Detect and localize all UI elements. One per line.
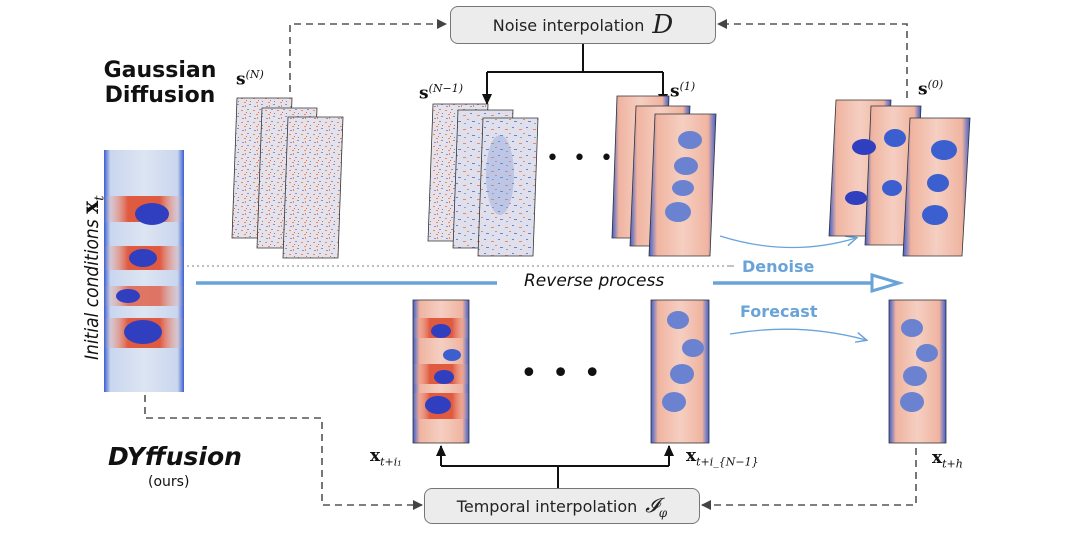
forecast-arrow — [729, 328, 866, 340]
reverse-process-arrowhead — [870, 272, 905, 294]
gaussian-diffusion-title: Gaussian Diffusion — [100, 58, 220, 109]
dashed-line-bottom-left — [144, 395, 423, 510]
initial-condition-field — [104, 150, 184, 392]
dashed-line-bottom-right — [701, 448, 917, 510]
label-x-t-i1: xt+i₁ — [370, 446, 402, 469]
label-s-N-1: s(N−1) — [419, 82, 464, 104]
noise-interpolation-label: Noise interpolation — [492, 15, 645, 35]
label-s-0: s(0) — [918, 78, 944, 100]
arrow-noise-down — [487, 42, 663, 73]
dashed-line-top-left — [289, 19, 447, 92]
denoise-arrow — [719, 236, 856, 249]
frame-x-t-iN1 — [650, 299, 710, 444]
initial-conditions-label: Initial conditions xt — [78, 195, 108, 360]
ellipsis-bottom: ••• — [520, 356, 616, 391]
diffusion-line: Diffusion — [104, 83, 216, 109]
frame-x-t-h — [888, 299, 947, 444]
field-stack-s1 — [611, 95, 717, 257]
label-s-N: s(N) — [236, 68, 264, 90]
temporal-interpolation-box: Temporal interpolation 𝓘φ — [424, 488, 700, 524]
reverse-process-label: Reverse process — [524, 271, 665, 291]
label-x-t-h: xt+h — [932, 448, 963, 471]
label-x-t-iN1: xt+i_{N−1} — [686, 446, 759, 469]
noise-stack-sN — [231, 97, 344, 259]
ellipsis-top: ••• — [546, 146, 627, 171]
noise-stack-sN1 — [427, 103, 539, 257]
field-stack-s0 — [828, 99, 971, 257]
noise-interpolation-box: Noise interpolation D — [450, 6, 716, 44]
frame-x-t-i1 — [412, 299, 470, 444]
ours-label: (ours) — [148, 474, 190, 490]
noise-interpolation-symbol: D — [652, 10, 674, 40]
denoise-label: Denoise — [742, 257, 815, 276]
forecast-label: Forecast — [740, 302, 818, 321]
gaussian-line: Gaussian — [103, 58, 217, 83]
temporal-interpolation-label: Temporal interpolation — [456, 496, 638, 516]
label-s-1: s(1) — [670, 80, 696, 102]
temporal-interpolation-symbol: 𝓘φ — [645, 492, 668, 520]
dyffusion-title: DYffusion — [108, 442, 242, 471]
dashed-line-top-right — [717, 19, 908, 98]
